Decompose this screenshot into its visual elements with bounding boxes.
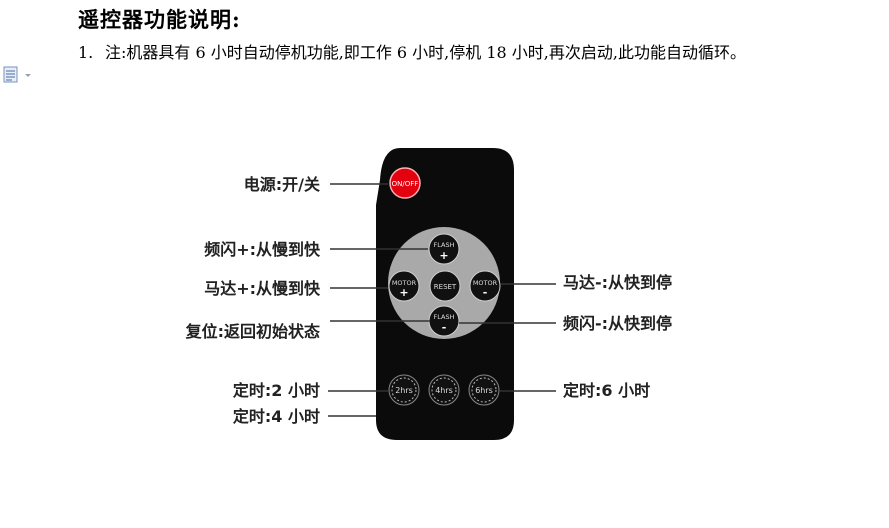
list-text: 注:机器具有 6 小时自动停机功能,即工作 6 小时,停机 18 小时,再次启动…	[105, 43, 746, 62]
label-timer-2h: 定时:2 小时	[232, 381, 320, 400]
label-flash-minus: 频闪-:从快到停	[563, 314, 672, 333]
label-flash-plus: 频闪+:从慢到快	[204, 240, 321, 259]
motor-plus-button[interactable]: MOTOR +	[388, 270, 420, 302]
motor-minus-button[interactable]: MOTOR -	[469, 270, 501, 302]
label-power: 电源:开/关	[244, 175, 320, 194]
reset-button[interactable]: RESET	[429, 270, 461, 302]
timer-2h-label: 2hrs	[395, 386, 413, 395]
power-button[interactable]	[389, 167, 421, 199]
timer-4h-label: 4hrs	[435, 386, 453, 395]
flash-plus-sign: +	[439, 249, 448, 262]
timer-2h-button[interactable]: 2hrs	[388, 374, 420, 406]
motor-plus-sign: +	[399, 286, 408, 299]
timer-6h-button[interactable]: 6hrs	[468, 374, 500, 406]
flash-minus-label: FLASH	[434, 313, 455, 321]
flash-plus-label: FLASH	[434, 241, 455, 249]
label-reset: 复位:返回初始状态	[185, 322, 320, 341]
page-heading: 遥控器功能说明:	[78, 7, 241, 32]
motor-minus-label: MOTOR	[473, 279, 498, 287]
paragraph-format-icon[interactable]	[3, 66, 33, 84]
motor-minus-sign: -	[483, 286, 488, 299]
timer-4h-button[interactable]: 4hrs	[428, 374, 460, 406]
label-motor-minus: 马达-:从快到停	[563, 273, 672, 292]
timer-6h-label: 6hrs	[475, 386, 493, 395]
list-number: 1.	[78, 43, 94, 62]
flash-minus-sign: -	[442, 321, 447, 334]
motor-plus-label: MOTOR	[392, 279, 417, 287]
label-timer-6h: 定时:6 小时	[562, 381, 650, 400]
flash-plus-button[interactable]: FLASH +	[428, 233, 460, 265]
flash-minus-button[interactable]: FLASH -	[428, 305, 460, 337]
label-motor-plus: 马达+:从慢到快	[204, 279, 321, 298]
leader-lines	[328, 183, 556, 417]
reset-label: RESET	[434, 283, 457, 291]
label-timer-4h: 定时:4 小时	[232, 407, 320, 426]
power-button-label: ON/OFF	[392, 180, 419, 188]
